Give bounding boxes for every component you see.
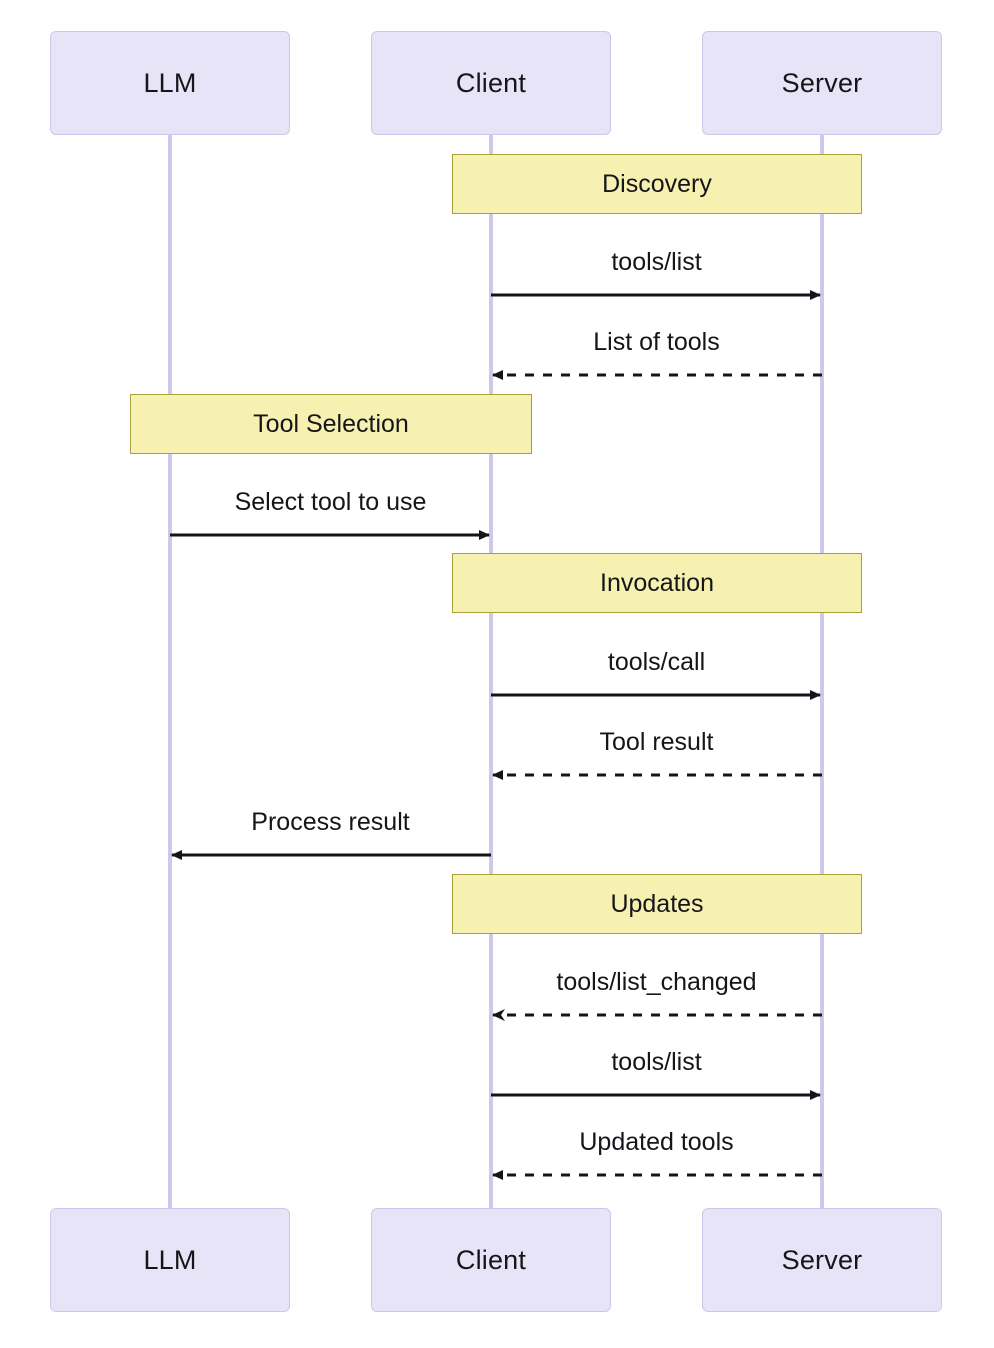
participant-server-top[interactable]: Server [702, 31, 942, 135]
participant-label: Server [781, 67, 863, 98]
arrows-group [170, 290, 822, 1180]
note-label: Updates [610, 889, 704, 918]
note-tool-selection: Tool Selection [130, 394, 532, 454]
participant-label: LLM [143, 67, 197, 98]
note-discovery: Discovery [452, 154, 862, 214]
note-label: Invocation [600, 568, 714, 597]
message-label-tool-result: Tool result [599, 728, 714, 756]
participant-label: Client [455, 67, 527, 98]
note-invocation: Invocation [452, 553, 862, 613]
participant-client-top[interactable]: Client [371, 31, 611, 135]
message-label-updated-tools: Updated tools [579, 1128, 734, 1156]
lifelines-group [168, 135, 824, 1208]
message-label-list-changed: tools/list_changed [556, 968, 757, 996]
message-label-tools-list-1: tools/list [611, 248, 702, 276]
note-label: Discovery [602, 169, 712, 198]
participant-llm-bottom[interactable]: LLM [50, 1208, 290, 1312]
participant-label: Server [781, 1244, 863, 1275]
note-label: Tool Selection [253, 409, 409, 438]
message-label-tools-call: tools/call [607, 648, 706, 676]
message-label-select-tool: Select tool to use [234, 488, 427, 516]
participant-llm-top[interactable]: LLM [50, 31, 290, 135]
note-updates: Updates [452, 874, 862, 934]
participant-label: Client [455, 1244, 527, 1275]
message-label-list-of-tools: List of tools [593, 328, 720, 356]
participant-label: LLM [143, 1244, 197, 1275]
message-label-tools-list-2: tools/list [611, 1048, 702, 1076]
participant-client-bottom[interactable]: Client [371, 1208, 611, 1312]
participant-server-bottom[interactable]: Server [702, 1208, 942, 1312]
message-label-process-result: Process result [251, 808, 410, 836]
